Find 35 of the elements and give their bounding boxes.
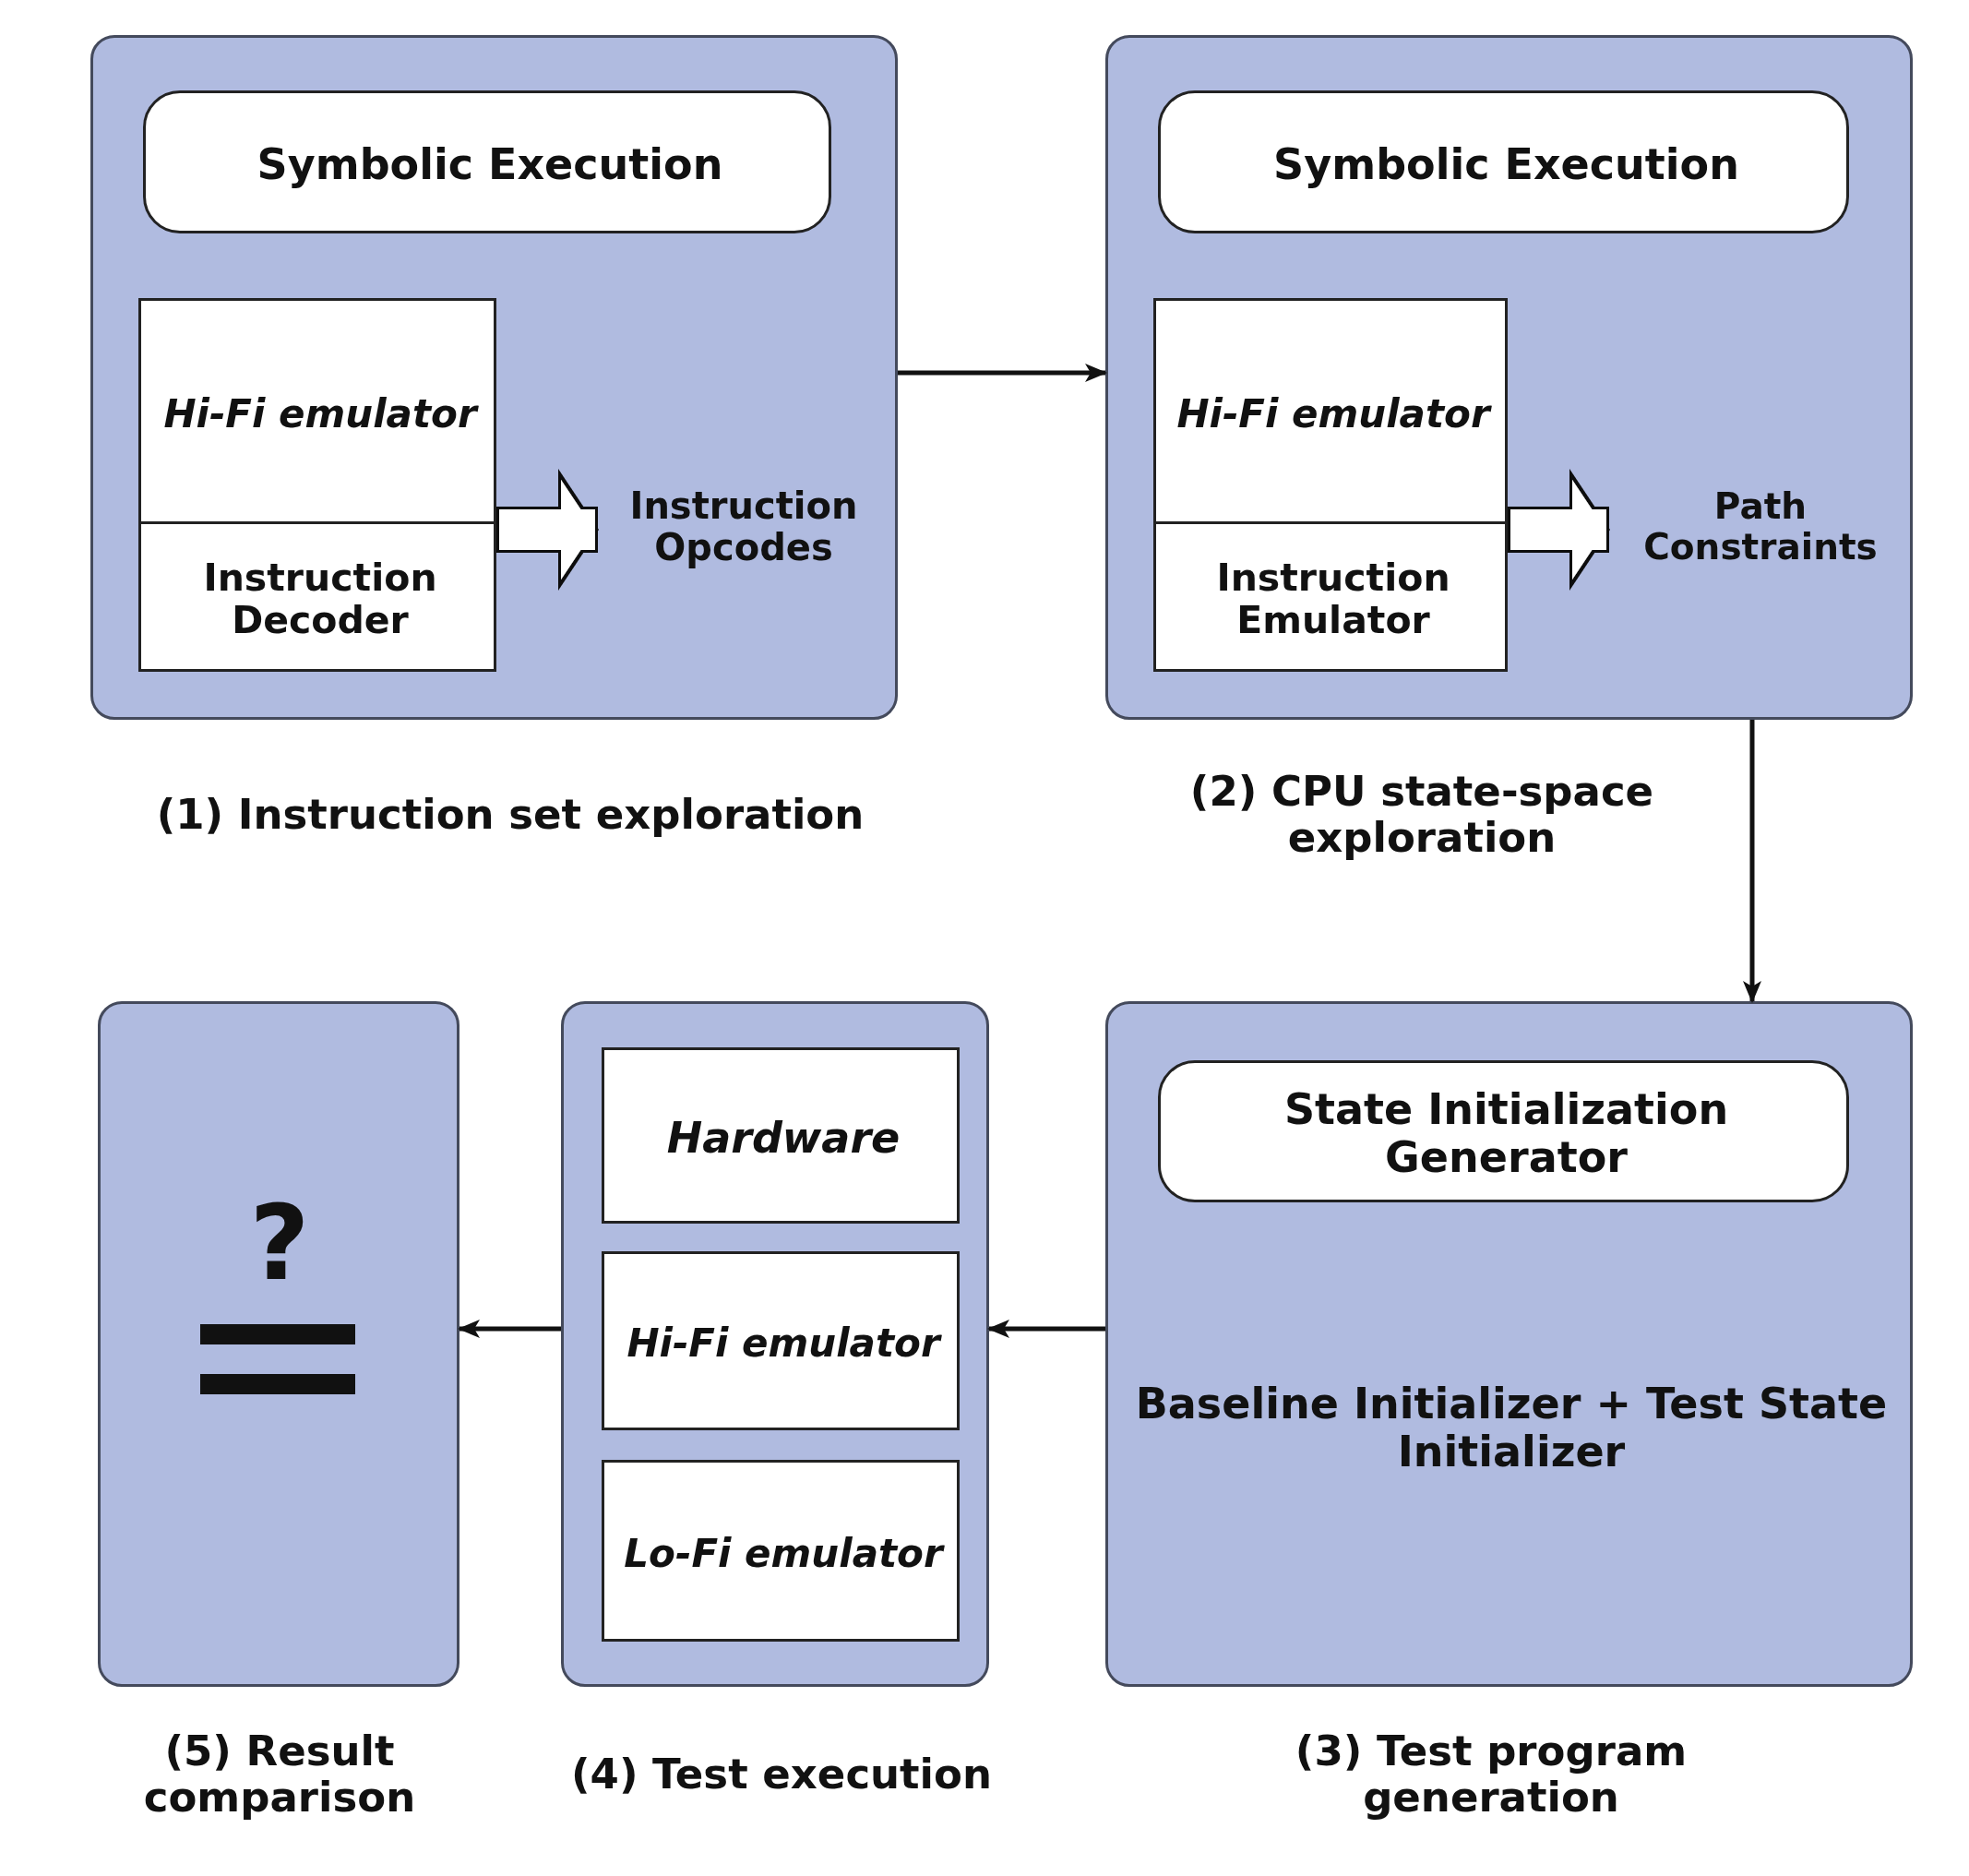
label-text: Hi-Fi emulator [1176,392,1490,436]
stage-caption: (4) Test execution [571,1751,992,1798]
label-text: Path Constraints [1642,485,1879,568]
component-box [138,521,496,672]
component-box [1153,521,1508,672]
label-text: Instruction Opcodes [628,484,859,568]
arrow [1743,720,1761,1003]
label-text: Symbolic Execution [257,140,723,189]
label-text: Hi-Fi emulator [626,1321,940,1366]
label-text: Baseline Initializer + Test State Initializer [1134,1380,1889,1476]
stage-caption: (1) Instruction set exploration [156,791,865,839]
process-box [1158,90,1849,233]
label-text: Hi-Fi emulator [163,392,477,436]
stage-caption: (2) CPU state-space exploration [1188,768,1655,862]
arrow [458,1320,561,1338]
question-mark: ? [249,1186,310,1302]
process-box [1158,1060,1849,1202]
hollow-arrow [1508,469,1610,591]
label-text: Hardware [666,1114,901,1163]
arrow [987,1320,1105,1338]
stage-caption: (5) Result comparison [142,1727,417,1822]
component-box [138,298,496,524]
component-box [602,1047,960,1224]
stage-caption: (3) Test program generation [1294,1727,1689,1822]
label-text: Instruction Emulator [1215,556,1451,642]
label-text: State Initialization Generator [1283,1086,1730,1182]
label-text: Instruction Decoder [202,556,438,642]
hollow-arrow [496,469,599,591]
process-box [143,90,831,233]
arrow [898,364,1107,382]
component-box [602,1251,960,1430]
label-text: Lo-Fi emulator [624,1532,943,1575]
label-text: Symbolic Execution [1273,140,1739,189]
component-box [1153,298,1508,524]
component-box [602,1460,960,1642]
